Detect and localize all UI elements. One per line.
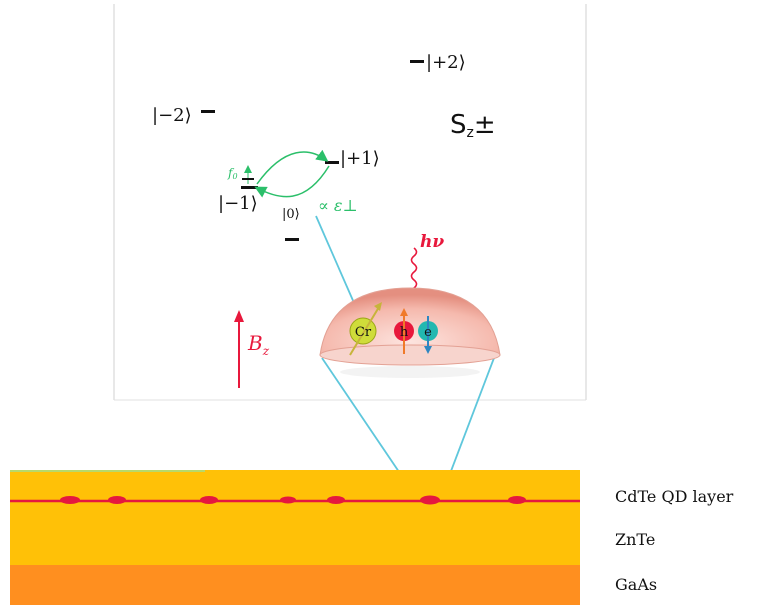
level-minus-1: |−1⟩ <box>218 186 258 214</box>
electron-particle: e <box>418 316 438 354</box>
hole-label: h <box>400 325 409 340</box>
qd-bump <box>200 496 218 504</box>
level-minus-2-label: |−2⟩ <box>152 105 192 126</box>
quantum-dot-dome: Cr h e <box>319 287 501 378</box>
znte-layer <box>10 470 580 565</box>
cr-label: Cr <box>355 325 372 340</box>
level-zero-label: |0⟩ <box>282 207 300 222</box>
field-label: Bz <box>247 331 270 358</box>
gaas-layer <box>10 565 580 605</box>
f0-label: f0 <box>227 166 238 181</box>
level-minus-2: |−2⟩ <box>152 105 215 126</box>
f0-splitting: f0 <box>227 165 254 184</box>
level-zero: |0⟩ <box>282 207 300 241</box>
znte-label: ZnTe <box>615 530 655 549</box>
sz-label: Sz± <box>450 110 496 141</box>
hole-particle: h <box>394 308 414 354</box>
quantum-dots <box>60 495 526 505</box>
layer-stack <box>10 470 580 605</box>
qd-bump <box>108 496 126 504</box>
qd-bump <box>60 496 80 504</box>
level-plus-2-label: |+2⟩ <box>426 52 466 73</box>
photon-label: hν <box>420 232 444 252</box>
gaas-label: GaAs <box>615 575 657 594</box>
qd-bump <box>508 496 526 504</box>
qd-bump <box>280 496 296 504</box>
level-plus-2: |+2⟩ <box>410 52 466 73</box>
electron-label: e <box>424 325 432 340</box>
coupling-label: ∝ ε⊥ <box>318 196 358 215</box>
level-plus-1: |+1⟩ <box>325 148 380 169</box>
coupling-arrows: ∝ ε⊥ <box>254 149 358 215</box>
magnetic-field-arrow: Bz <box>234 310 270 388</box>
qd-bump <box>327 496 345 504</box>
qd-bump <box>420 495 440 505</box>
level-plus-1-label: |+1⟩ <box>340 148 380 169</box>
level-minus-1-label: |−1⟩ <box>218 193 258 214</box>
qd-layer-label: CdTe QD layer <box>615 487 734 506</box>
chromium-ion: Cr <box>349 302 382 356</box>
